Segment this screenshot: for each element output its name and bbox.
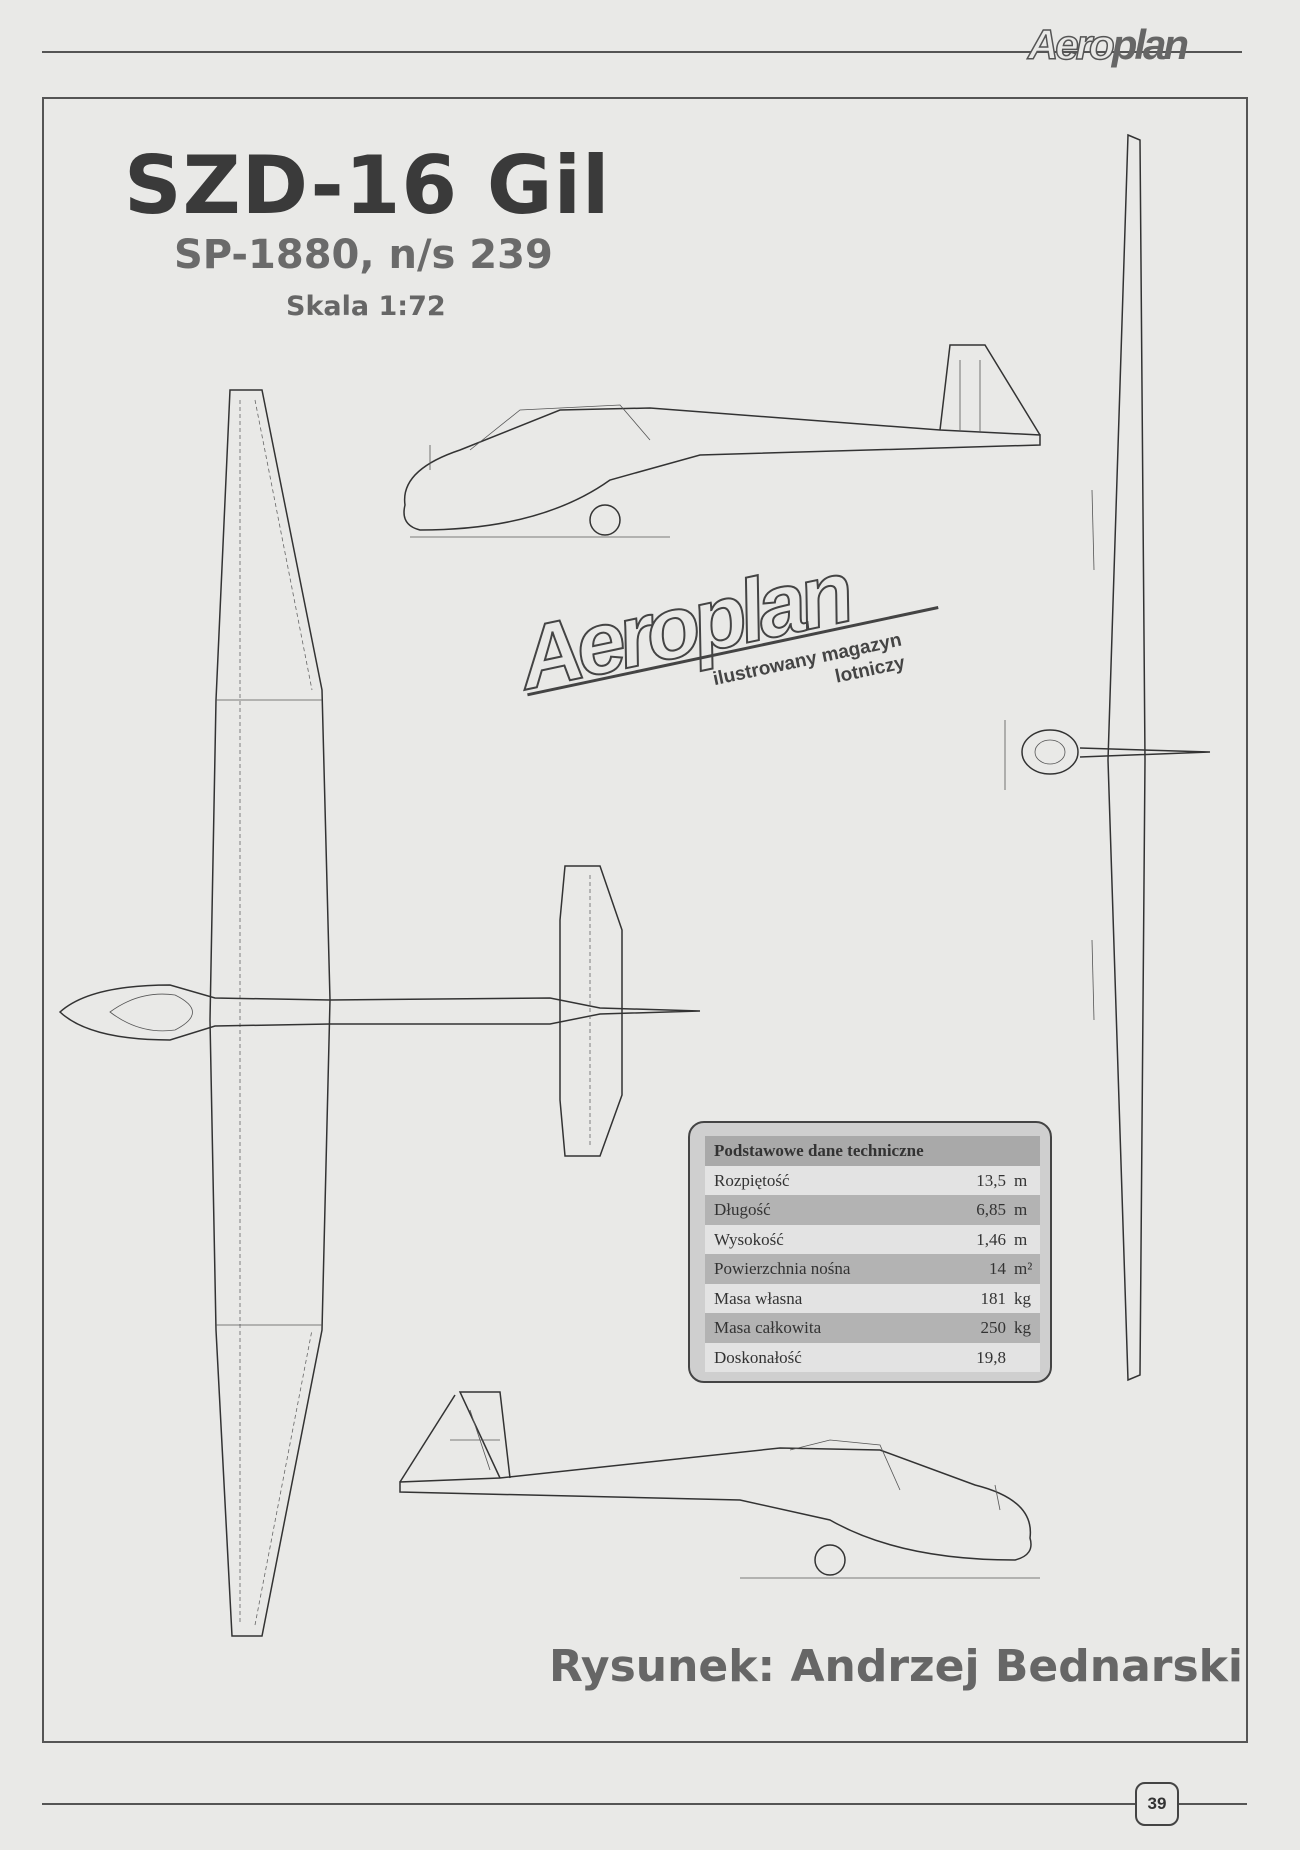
spec-label: Masa własna xyxy=(714,1288,803,1308)
spec-unit: m xyxy=(1014,1200,1028,1219)
page-title: SZD-16 Gil xyxy=(124,139,611,232)
spec-value: 250 xyxy=(980,1318,1007,1337)
spec-unit: m² xyxy=(1014,1259,1033,1278)
specs-table: Podstawowe dane techniczne Rozpiętość 13,… xyxy=(688,1121,1052,1383)
specs-heading: Podstawowe dane techniczne xyxy=(705,1136,1040,1166)
spec-value: 1,46 xyxy=(976,1229,1006,1249)
spec-value: 6,85 xyxy=(976,1200,1006,1219)
footer-rule xyxy=(42,1803,1247,1805)
spec-value: 13,5 xyxy=(976,1170,1006,1190)
header-rule xyxy=(42,51,1242,53)
table-row: Masa całkowita 250 kg xyxy=(705,1313,1040,1343)
table-row: Rozpiętość 13,5 m xyxy=(705,1165,1040,1195)
table-row: Masa własna 181 kg xyxy=(705,1283,1040,1313)
spec-unit xyxy=(1014,1343,1034,1373)
spec-label: Masa całkowita xyxy=(714,1318,822,1337)
spec-unit: kg xyxy=(1014,1288,1031,1308)
spec-label: Długość xyxy=(714,1200,771,1219)
spec-label: Doskonałość xyxy=(714,1347,802,1367)
specs-heading-text: Podstawowe dane techniczne xyxy=(714,1141,924,1160)
spec-label: Rozpiętość xyxy=(714,1170,790,1190)
spec-label: Powierzchnia nośna xyxy=(714,1259,851,1278)
header-logo: Aeroplan xyxy=(1027,21,1189,69)
spec-value: 14 xyxy=(989,1259,1006,1278)
drawing-credit: Rysunek: Andrzej Bednarski xyxy=(549,1641,1243,1692)
spec-value: 181 xyxy=(980,1288,1007,1308)
spec-unit: m xyxy=(1014,1229,1028,1249)
table-row: Doskonałość 19,8 xyxy=(705,1342,1040,1373)
spec-label: Wysokość xyxy=(714,1229,784,1249)
table-row: Długość 6,85 m xyxy=(705,1195,1040,1225)
table-row: Wysokość 1,46 m xyxy=(705,1224,1040,1254)
spec-unit: m xyxy=(1014,1170,1028,1190)
spec-value: 19,8 xyxy=(976,1347,1006,1367)
page-frame xyxy=(42,97,1248,1743)
scale-label: Skala 1:72 xyxy=(286,291,446,322)
page-number: 39 xyxy=(1135,1782,1179,1826)
spec-unit: kg xyxy=(1014,1318,1031,1337)
registration-subtitle: SP-1880, n/s 239 xyxy=(174,232,553,278)
table-row: Powierzchnia nośna 14 m² xyxy=(705,1254,1040,1284)
